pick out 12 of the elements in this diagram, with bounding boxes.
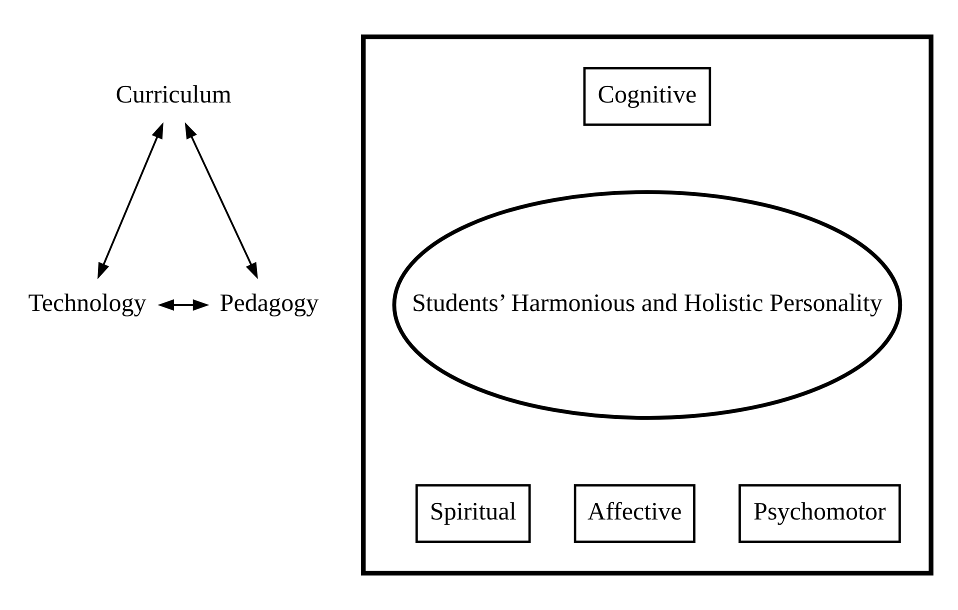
arrow xyxy=(158,299,210,311)
node-box: Affective xyxy=(574,484,696,543)
node-box: Spiritual xyxy=(415,484,531,543)
node-text: Curriculum xyxy=(116,81,232,108)
node-text: Pedagogy xyxy=(220,290,319,317)
node-box: Psychomotor xyxy=(738,484,901,543)
node-box: Cognitive xyxy=(583,67,712,126)
cluster xyxy=(360,34,934,576)
node-ellipse: Students’ Harmonious and Holistic Personality xyxy=(392,190,902,420)
node-text: Technology xyxy=(28,290,146,317)
arrow xyxy=(184,122,258,280)
arrow xyxy=(97,122,164,280)
